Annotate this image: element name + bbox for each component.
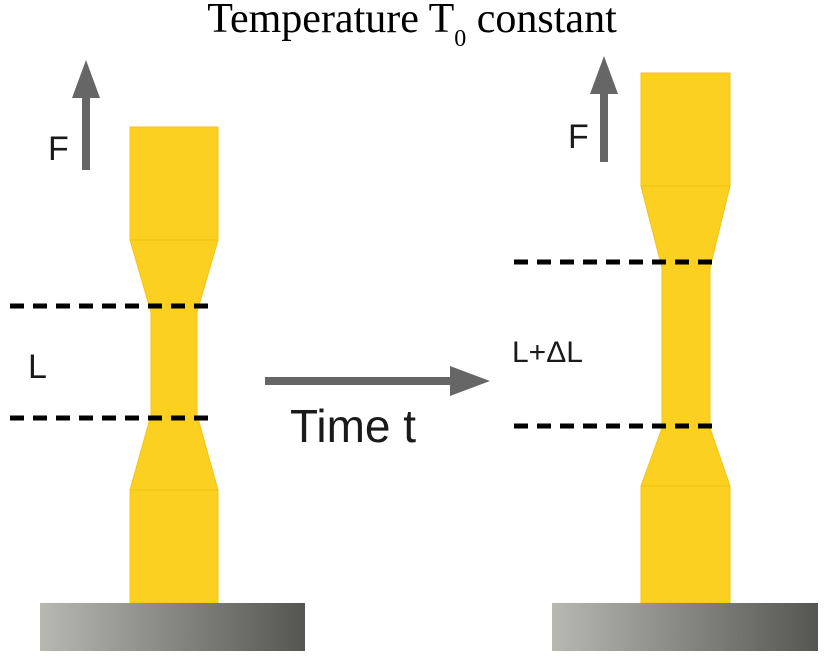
- diagram-title: Temperature T0 constant: [207, 0, 617, 52]
- left-force-arrow: [72, 60, 100, 170]
- right-gauge-label: L+ΔL: [512, 336, 583, 369]
- right-base-plate: [552, 603, 818, 651]
- right-force-arrow: [590, 56, 618, 162]
- left-specimen: [129, 126, 219, 604]
- right-force-label: F: [568, 118, 589, 156]
- left-force-label: F: [48, 130, 69, 168]
- title-subscript: 0: [454, 26, 466, 52]
- title-suffix: constant: [466, 0, 617, 42]
- left-gauge-label: L: [28, 348, 47, 386]
- left-base-plate: [40, 603, 305, 651]
- title-prefix: Temperature T: [207, 0, 454, 42]
- time-label: Time t: [290, 400, 416, 452]
- right-specimen: [640, 72, 731, 604]
- left-specimen-group: F L: [10, 60, 305, 651]
- right-specimen-group: F L+ΔL: [512, 56, 818, 651]
- time-arrow: [265, 366, 490, 396]
